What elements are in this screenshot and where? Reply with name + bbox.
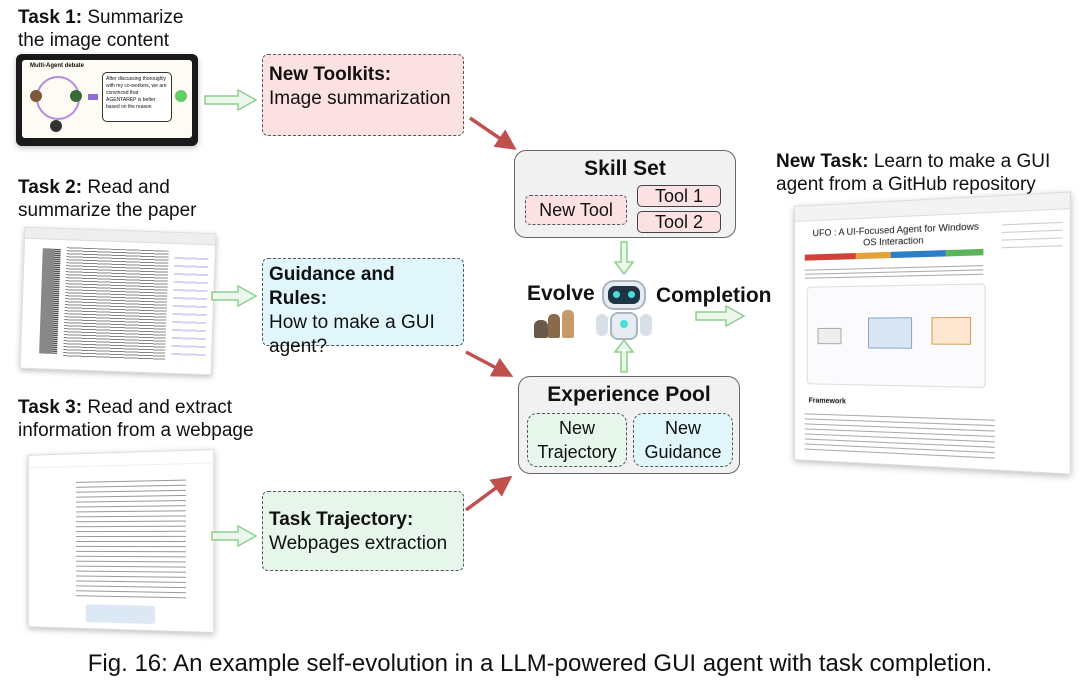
arrow-completion — [696, 306, 744, 326]
arrow-pool-to-robot — [615, 340, 633, 372]
arrow-task3-to-trajectory — [212, 526, 256, 546]
figure-caption: Fig. 16: An example self-evolution in a … — [0, 650, 1080, 678]
arrow-task2-to-guidance — [212, 286, 256, 306]
arrow-task1-to-toolkits — [205, 90, 256, 110]
arrow-toolkits-to-skillset — [470, 118, 508, 144]
arrow-guidance-to-pool — [466, 352, 504, 372]
arrow-trajectory-to-pool — [466, 482, 504, 510]
arrow-skillset-to-robot — [615, 242, 633, 274]
